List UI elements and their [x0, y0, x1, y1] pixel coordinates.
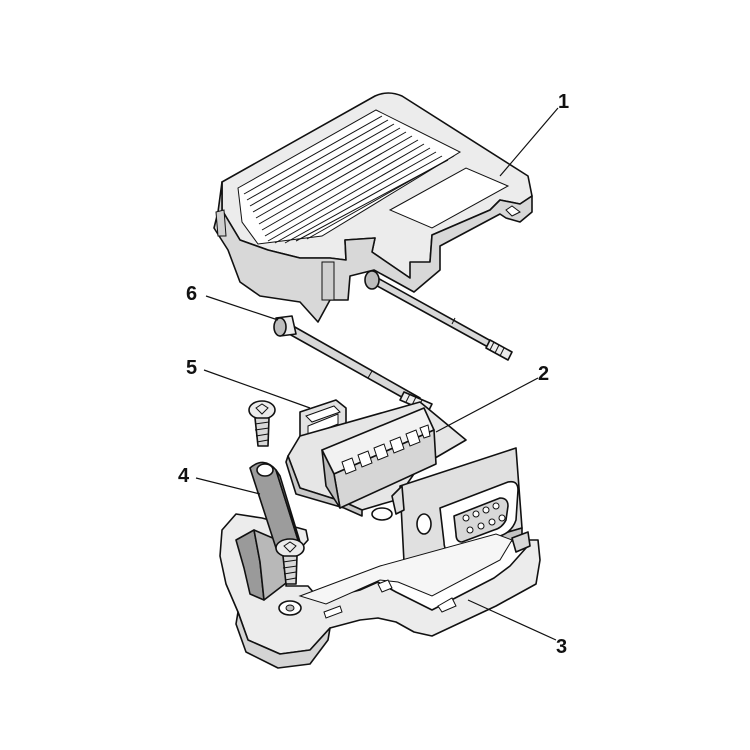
- callout-5: 5: [186, 357, 197, 379]
- callout-6: 6: [186, 283, 197, 305]
- locking-screw-rear: [364, 270, 513, 361]
- leader-lines: [195, 107, 559, 641]
- dsub-pins: [462, 502, 506, 534]
- leader-6: [205, 295, 279, 321]
- leader-5: [203, 369, 311, 409]
- leader-3: [467, 599, 557, 641]
- leader-1: [499, 107, 559, 177]
- terminal-screw-slots: [341, 424, 431, 475]
- leader-2: [435, 377, 539, 433]
- housing-base: [219, 513, 541, 669]
- callout-labels: 1 2 3 4 5 6: [178, 91, 569, 658]
- clamp-screw: [275, 538, 305, 585]
- leader-4: [195, 477, 261, 495]
- callout-1: 1: [558, 91, 569, 113]
- callout-2: 2: [538, 363, 549, 385]
- callout-3: 3: [556, 636, 567, 658]
- housing-cover: [213, 92, 533, 323]
- callout-4: 4: [178, 465, 190, 487]
- locking-screw-front: [273, 315, 433, 413]
- shield-clip-screw: [248, 400, 276, 447]
- terminal-pcb: [285, 401, 467, 521]
- cover-ribs: [243, 115, 455, 244]
